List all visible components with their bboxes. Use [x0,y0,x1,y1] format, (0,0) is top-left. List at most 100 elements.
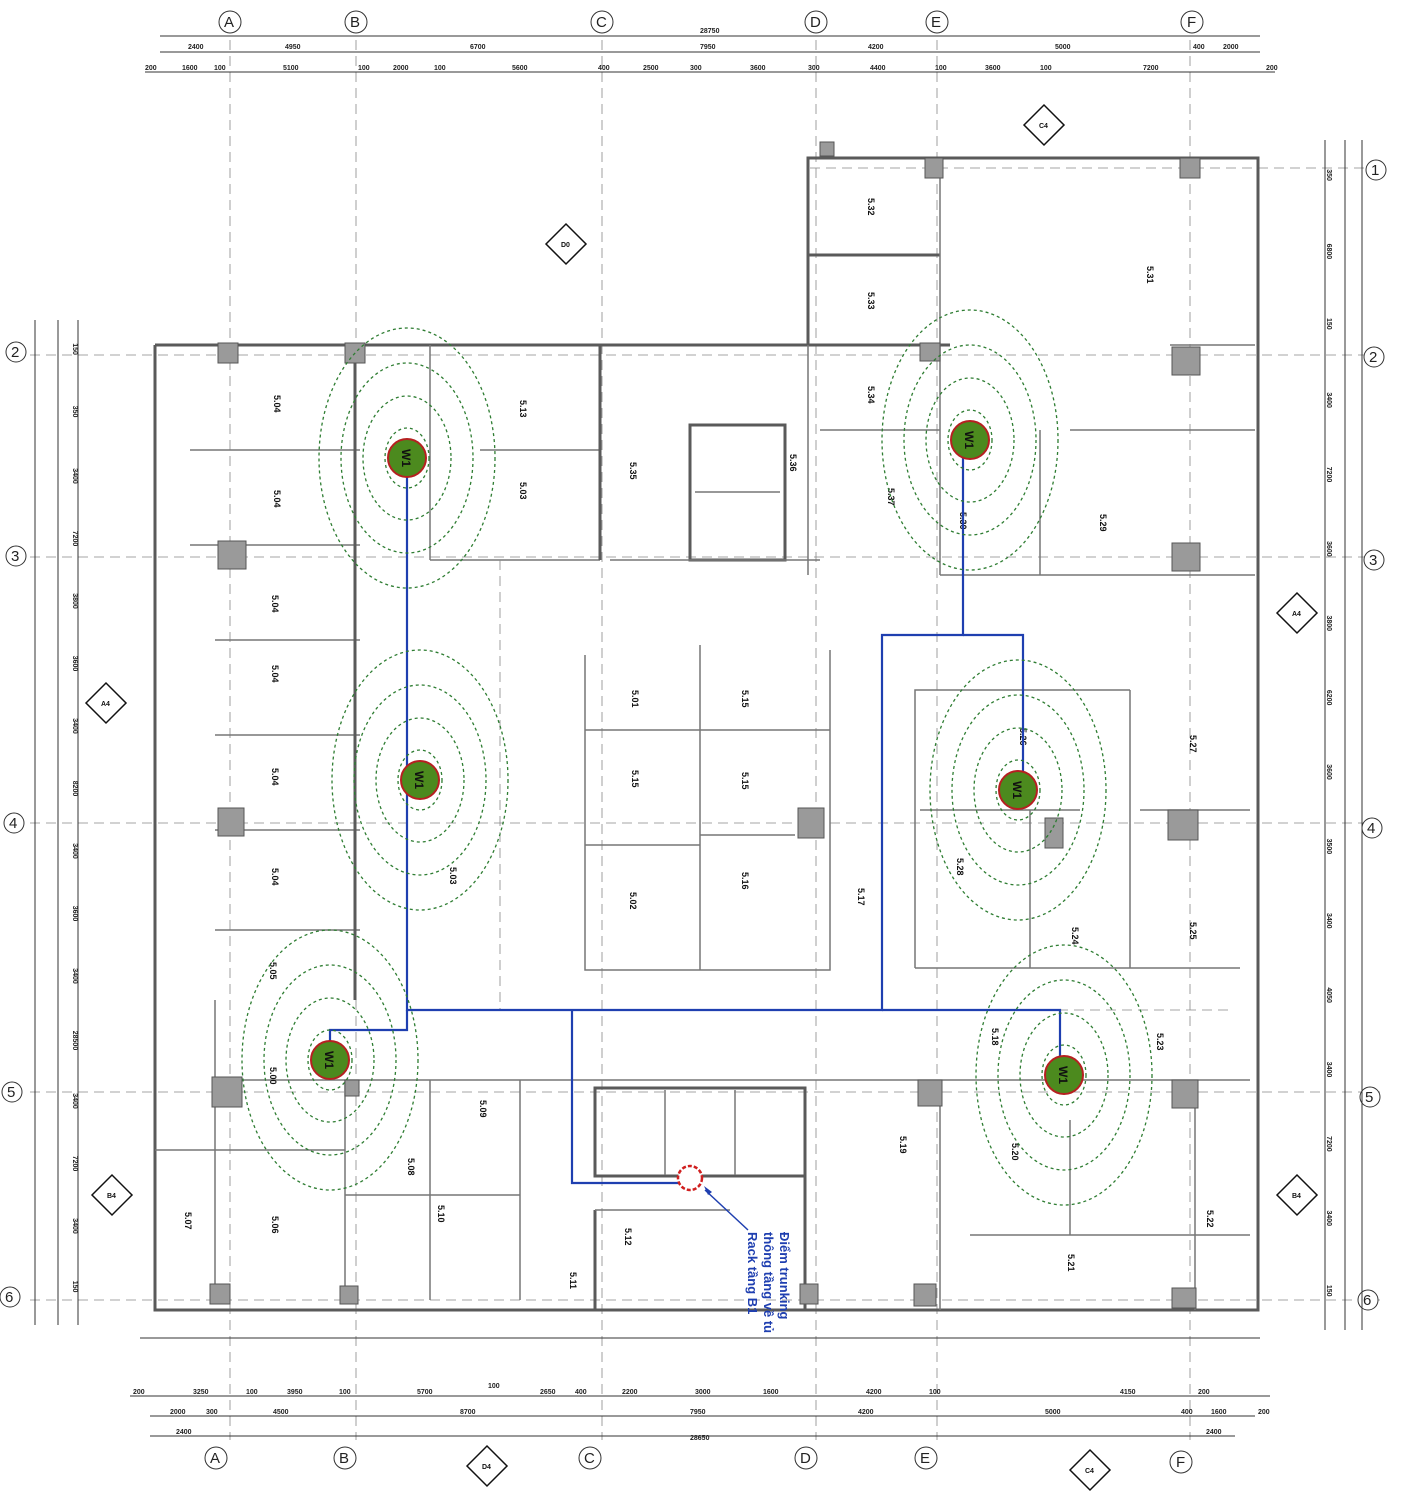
trunking-note-line1: Điểm trunking [777,1232,792,1319]
top-dim-r3-11: 3600 [750,65,766,72]
bottom-dim-r1-0: 200 [133,1389,145,1396]
access-point-marker [998,770,1038,810]
access-point-label: W1 [962,431,976,449]
top-dim-r3-4: 100 [358,65,370,72]
coverage-ring [925,377,1015,503]
top-dim-r2-4: 4200 [868,44,884,51]
grid-label-top-e: E [931,14,941,31]
section-markers: C4 D0 A4 B4 A4 B4 D4 C4 [84,103,1319,1492]
room-label: 5.16 [740,872,750,890]
bottom-dim-r2-3: 8700 [460,1409,476,1416]
top-dimension-lines: 28750 2400 4950 6700 7950 4200 5000 400 … [145,28,1278,73]
coverage-ring [307,1029,353,1091]
grid-label-bottom-d: D [800,1450,811,1467]
side-dimension-label: 150 [1325,318,1332,330]
bottom-total-dim: 28650 [690,1435,710,1442]
grid-label-right-2: 2 [1369,349,1377,366]
wifi-access-point: W1 [331,649,509,911]
coverage-ring [331,649,509,911]
access-point-label: W1 [399,449,413,467]
bottom-dim-r2-4: 7950 [690,1409,706,1416]
access-point-marker [310,1040,350,1080]
coverage-ring [1041,1044,1087,1106]
bottom-dim-r2-8: 1600 [1211,1409,1227,1416]
side-dimension-label: 350 [71,406,78,418]
side-dimension-label: 4050 [1325,987,1332,1003]
side-dimension-label: 7200 [1325,1136,1332,1152]
bottom-dim-r1-10: 3000 [695,1389,711,1396]
svg-text:D0: D0 [561,242,570,249]
access-point-marker [950,420,990,460]
side-dimension-label: 3600 [71,656,78,672]
top-dim-r2-3: 7950 [700,44,716,51]
svg-text:A4: A4 [101,701,110,708]
bottom-dim-r2-5: 4200 [858,1409,874,1416]
room-label: 5.31 [1145,266,1155,284]
section-marker: B4 [90,1173,134,1217]
top-dim-r2-2: 6700 [470,44,486,51]
trunking-note-line2: thông tầng về tủ [761,1232,776,1333]
side-dimension-label: 150 [1325,1285,1332,1297]
svg-text:B4: B4 [1292,1193,1301,1200]
grid-label-left-3: 3 [11,548,19,565]
room-label: 5.36 [788,454,798,472]
room-label: 5.04 [272,395,282,413]
room-label: 5.05 [268,962,278,980]
bottom-dim-r1-13: 100 [929,1389,941,1396]
bottom-dim-r3-0: 2400 [176,1429,192,1436]
grid-label-bottom-a: A [210,1450,220,1467]
room-label: 5.08 [406,1158,416,1176]
svg-text:A4: A4 [1292,611,1301,618]
room-label: 5.19 [898,1136,908,1154]
bottom-dim-r1-9: 2200 [622,1389,638,1396]
room-label: 5.02 [628,892,638,910]
top-dim-r3-3: 5100 [283,65,299,72]
bottom-dim-r1-4: 100 [339,1389,351,1396]
side-dimension-label: 6200 [1325,690,1332,706]
grid-label-top-a: A [224,14,234,31]
room-label: 5.04 [272,490,282,508]
trunking-point [676,1164,749,1231]
room-label: 5.03 [518,482,528,500]
trunking-note: Điểm trunking thông tầng về tủ Rack tầng… [745,1232,792,1333]
top-total-dim: 28750 [700,28,720,35]
interior-walls [155,158,1255,1310]
room-label: 5.22 [1205,1210,1215,1228]
grid-label-left-6: 6 [5,1289,13,1306]
bottom-dim-r1-2: 100 [246,1389,258,1396]
bottom-dim-r2-9: 200 [1258,1409,1270,1416]
side-dimension-label: 6800 [1325,244,1332,260]
bottom-dimension-lines: 28650 200 3250 100 3950 100 5700 100 265… [130,1337,1270,1442]
grid-label-top-f: F [1187,14,1196,31]
grid-bubbles-bottom: A B C D E F [204,1446,1193,1474]
room-label: 5.23 [1155,1033,1165,1051]
side-dimension-label: 3800 [71,593,78,609]
room-label: 5.24 [1070,927,1080,945]
side-dimension-label: 7200 [71,531,78,547]
room-label: 5.20 [1010,1143,1020,1161]
side-dimension-label: 3600 [71,906,78,922]
bottom-dim-r2-0: 2000 [170,1409,186,1416]
bottom-dim-r2-2: 4500 [273,1409,289,1416]
access-point-marker [1044,1055,1084,1095]
coverage-ring [340,362,474,554]
top-dim-r3-1: 1600 [182,65,198,72]
room-label: 5.06 [270,1216,280,1234]
top-dim-r3-6: 100 [434,65,446,72]
room-label: 5.01 [630,690,640,708]
bottom-dim-r2-1: 300 [206,1409,218,1416]
side-dimension-label: 3800 [1325,615,1332,631]
side-dimension-label: 350 [1325,169,1332,181]
room-label: 5.12 [623,1228,633,1246]
top-dim-r3-2: 100 [214,65,226,72]
room-label: 5.33 [866,292,876,310]
coverage-ring [1019,1012,1109,1138]
grid-label-top-c: C [596,14,607,31]
room-label: 5.03 [448,867,458,885]
top-dim-r2-6: 400 [1193,44,1205,51]
top-dim-r3-12: 300 [808,65,820,72]
coverage-ring [973,727,1063,853]
top-dim-r3-0: 200 [145,65,157,72]
coverage-ring [241,929,419,1191]
top-dim-r2-5: 5000 [1055,44,1071,51]
